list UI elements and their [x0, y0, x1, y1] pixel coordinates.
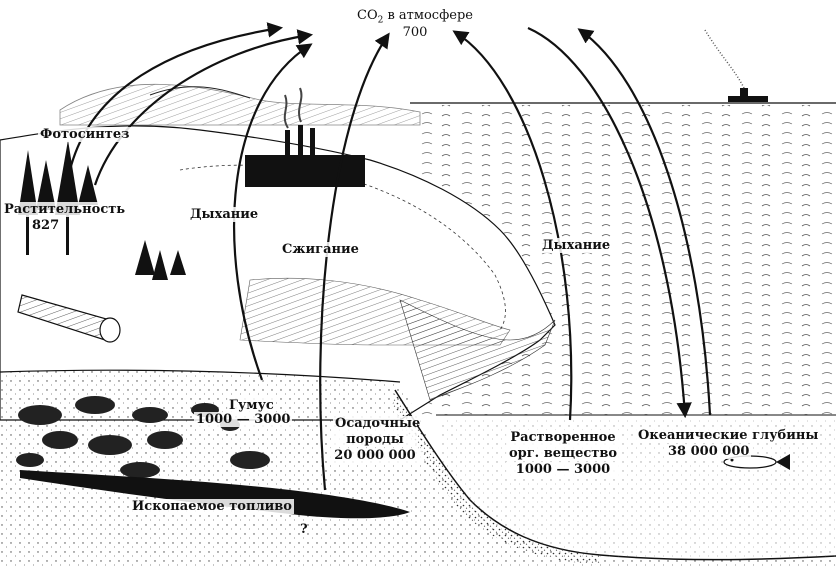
arrow-icon — [233, 43, 313, 381]
vegetation-label: Растительность — [2, 202, 128, 217]
deep-ocean-label: Океанические глубины — [636, 428, 821, 443]
arrow-icon — [452, 30, 573, 421]
cycle-arrows — [68, 22, 712, 491]
combustion-label: Сжигание — [280, 242, 361, 257]
sediments-label-1: Осадочные — [333, 416, 421, 431]
background-hills — [59, 83, 421, 126]
atmosphere-value: 700 — [402, 25, 428, 40]
respiration-land-label: Дыхание — [188, 207, 261, 222]
vegetation-value: 827 — [30, 218, 62, 233]
dissolved-label-2: орг. вещество — [506, 446, 620, 461]
dissolved-value: 1000 — 3000 — [506, 462, 620, 477]
fossil-fuel-label: Ископаемое топливо — [130, 499, 294, 514]
factory-icon — [245, 87, 365, 187]
fish-icon — [723, 454, 790, 470]
humus-value: 1000 — 3000 — [194, 412, 293, 427]
soil-rocks — [16, 396, 270, 478]
arrow-icon — [527, 26, 692, 419]
humus-label: Гумус — [227, 398, 276, 413]
atmosphere-label: CO2 в атмосфере — [350, 8, 480, 29]
arrow-icon — [93, 29, 314, 186]
fossil-unknown: ? — [300, 522, 308, 537]
dissolved-label-1: Растворенное — [506, 430, 620, 445]
ship-icon — [704, 29, 768, 102]
photosynthesis-label: Фотосинтез — [38, 127, 132, 142]
log-icon — [17, 294, 121, 343]
arrow-icon — [319, 32, 390, 491]
atmosphere-co2: CO — [357, 8, 378, 23]
land-mass — [0, 125, 556, 421]
atmosphere-tail: в атмосфере — [383, 8, 473, 23]
fossil-fuel-seam — [20, 470, 410, 519]
sediments-value: 20 000 000 — [328, 448, 422, 463]
deep-ocean-value: 38 000 000 — [666, 444, 752, 459]
arrow-icon — [577, 28, 712, 416]
atmosphere-sub: 2 — [377, 15, 384, 26]
tree-icon — [18, 140, 186, 280]
sediments-label-2: породы — [333, 432, 417, 447]
respiration-ocean-label: Дыхание — [540, 238, 613, 253]
